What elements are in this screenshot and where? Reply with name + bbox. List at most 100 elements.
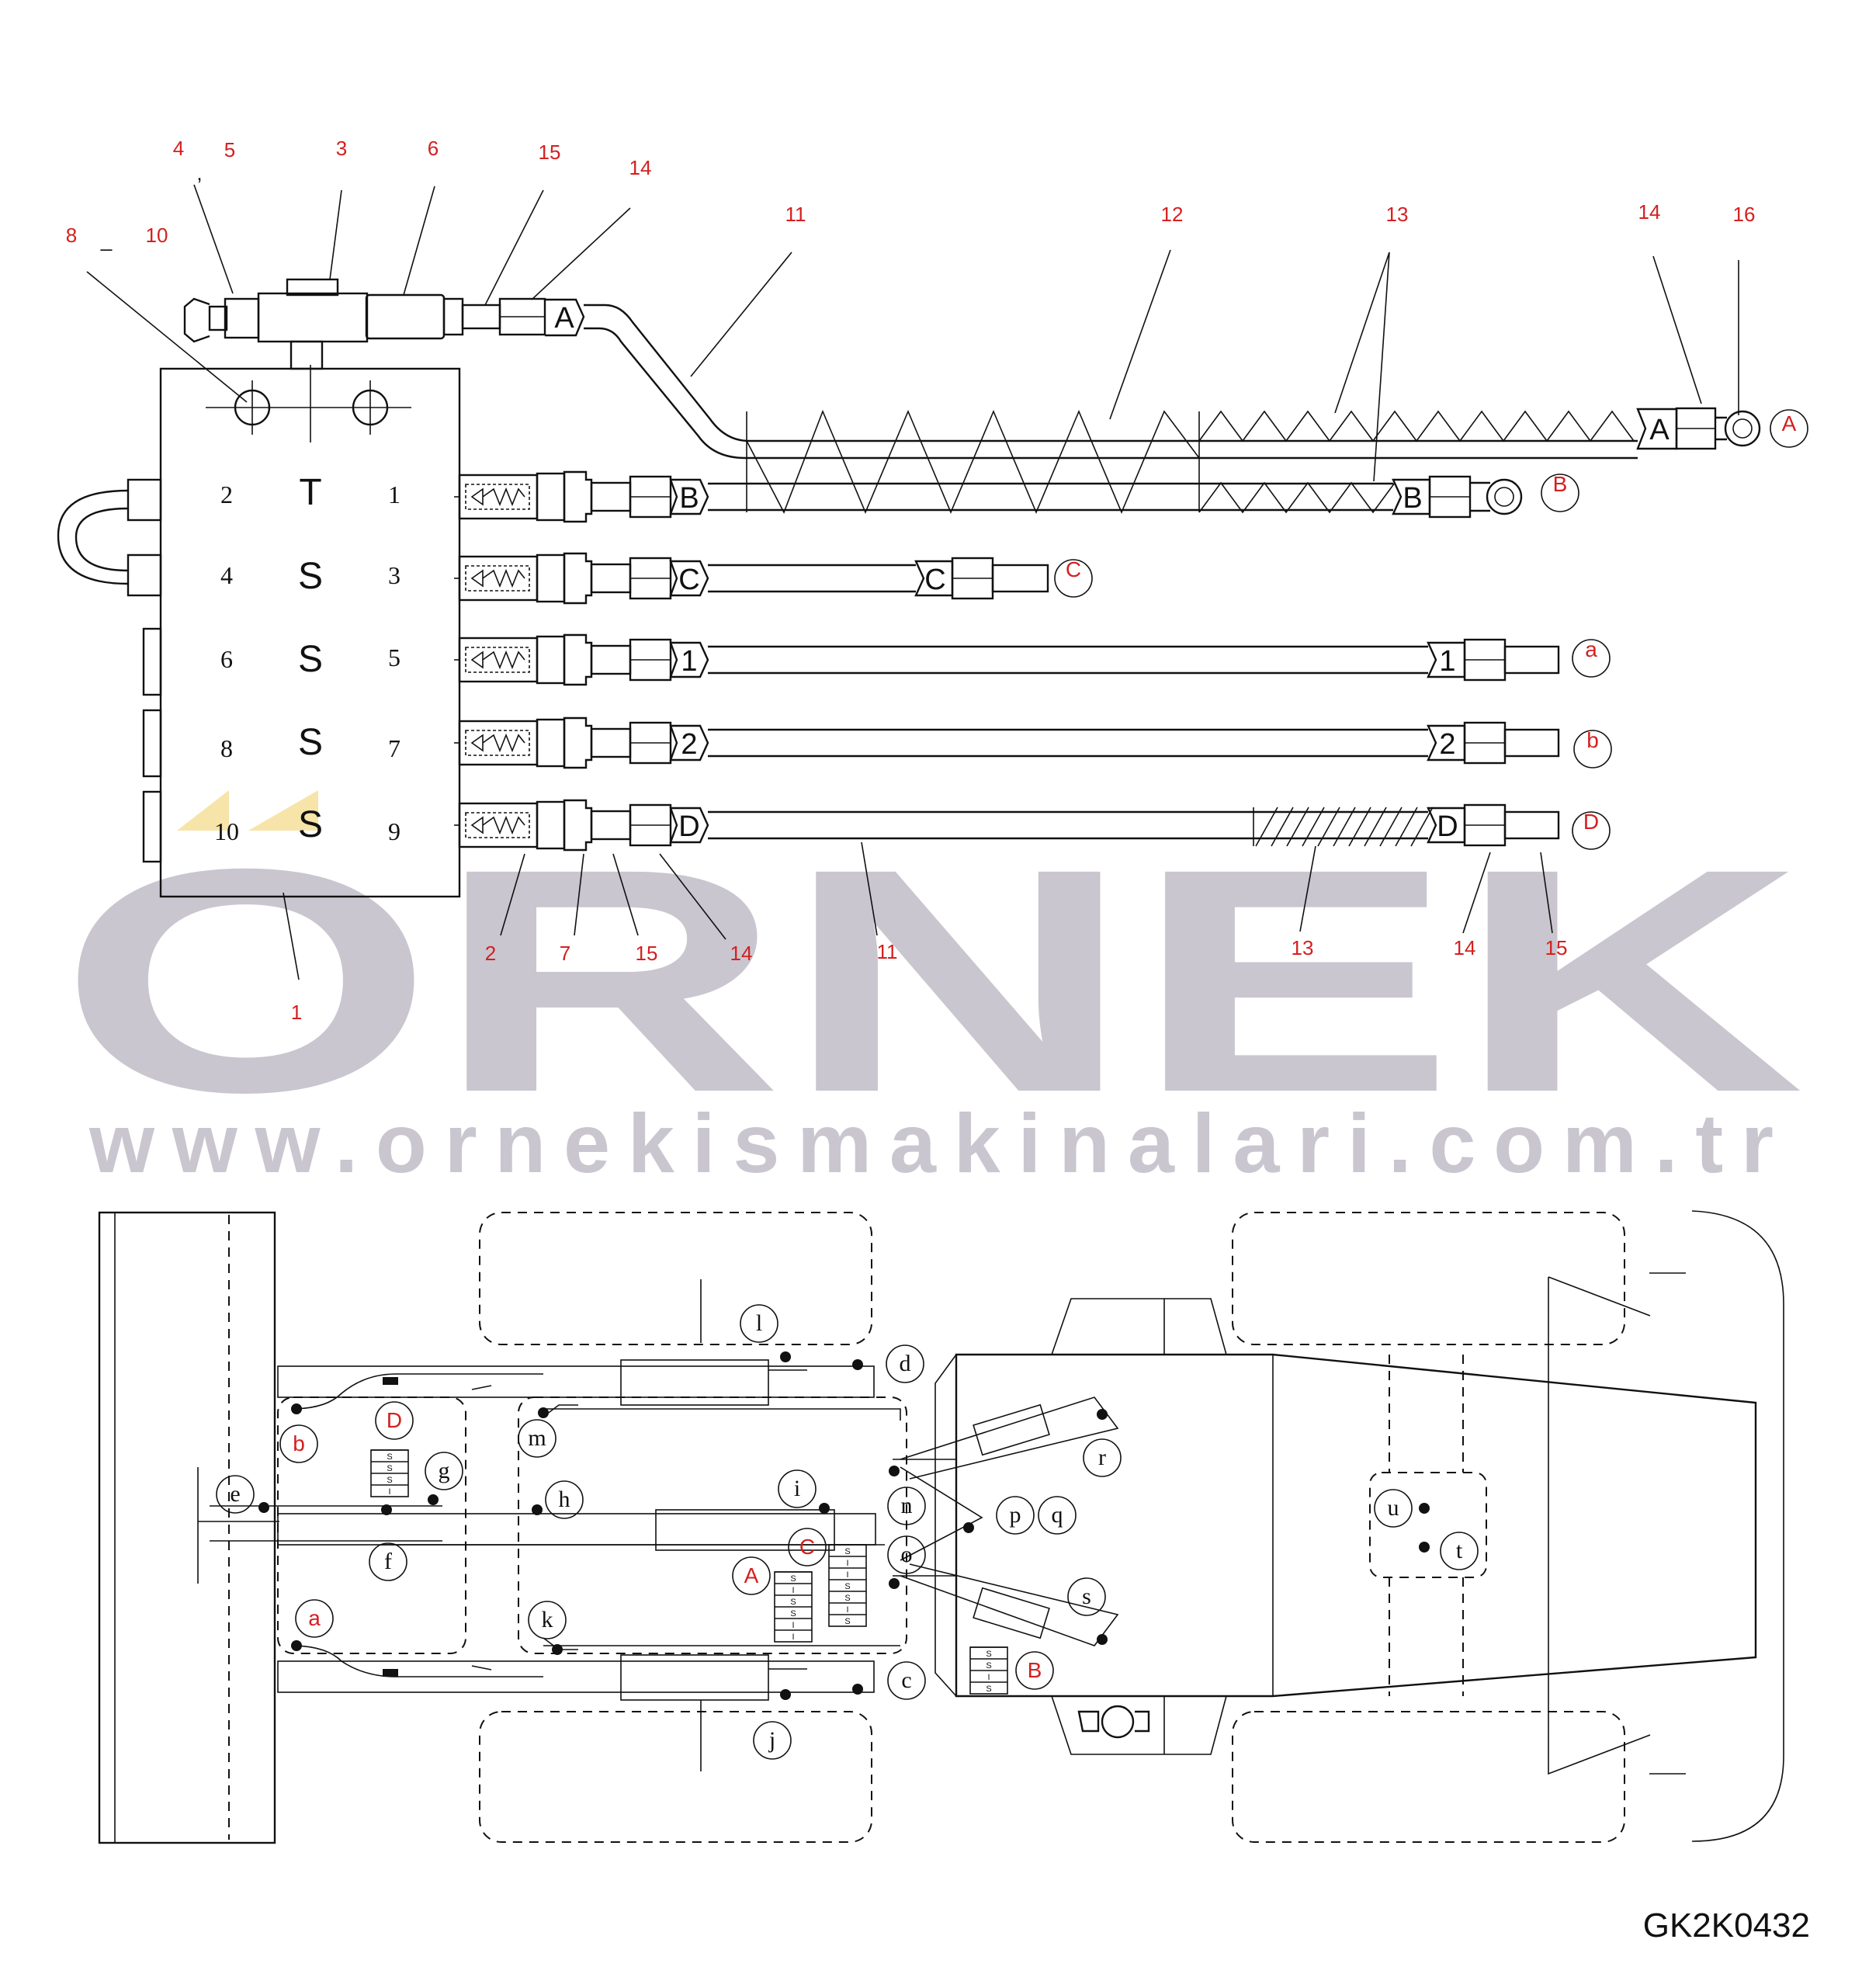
machine-letter-p: p — [1010, 1502, 1021, 1528]
machine-letter-n: n — [901, 1493, 913, 1518]
callout-b2: 2 — [485, 942, 496, 965]
highlight-marker — [248, 790, 318, 831]
block-cell: I — [388, 1487, 390, 1497]
callout-b15: 15 — [636, 942, 658, 965]
port-right-5: 9 — [388, 817, 400, 845]
hose-tag-end: B — [1403, 482, 1422, 515]
block-cell: S — [790, 1598, 796, 1607]
block-cell: I — [846, 1559, 848, 1568]
callout-b11: 11 — [877, 940, 898, 963]
machine-letter-i: i — [794, 1476, 800, 1501]
block-cell: S — [387, 1476, 392, 1485]
hose-end-B: B — [1553, 472, 1568, 496]
front-blade — [98, 1211, 276, 1844]
hose-row-3: 1 1 a — [454, 633, 1611, 686]
port-center-5: S — [298, 804, 323, 845]
hose-tag-end: A — [1649, 414, 1670, 446]
port-right-2: 3 — [388, 561, 400, 589]
callout-b14: 14 — [730, 942, 753, 965]
machine-letter-A: A — [744, 1563, 759, 1587]
port-center-3: S — [298, 639, 323, 680]
hose-tag-start: A — [554, 302, 574, 335]
port-center-4: S — [298, 722, 323, 763]
machine-letter-f: f — [384, 1549, 392, 1574]
callout-6: 6 — [428, 137, 439, 160]
callout-14b: 14 — [1638, 200, 1661, 224]
machine-letter-e: e — [230, 1481, 240, 1507]
machine-letter-a: a — [308, 1606, 321, 1630]
port-right-3: 5 — [388, 644, 400, 671]
callout-13: 13 — [1386, 203, 1409, 226]
port-left-3: 6 — [220, 645, 233, 673]
hose-end-a: a — [1585, 637, 1597, 661]
port-left-1: 2 — [220, 481, 233, 508]
block-cell: S — [387, 1452, 392, 1462]
block-cell: S — [844, 1582, 850, 1591]
block-cell: S — [844, 1617, 850, 1626]
hose-end-D: D — [1583, 810, 1599, 834]
wheel-rear-left — [1232, 1212, 1625, 1345]
hose-tag-start: 2 — [681, 728, 697, 761]
valve-assembly: 2 T 1 4 S 3 6 S 5 8 S 7 10 S 9 — [57, 278, 1638, 898]
block-cell: S — [986, 1650, 991, 1659]
callouts-top: 4 , 5 3 6 15 14 8 _ 10 11 12 13 14 16 — [66, 137, 1755, 482]
callout-b7: 7 — [560, 942, 570, 965]
machine-letter-l: l — [756, 1310, 762, 1336]
callout-b1: 1 — [291, 1001, 302, 1024]
block-cell: S — [986, 1661, 991, 1671]
block-cell: S — [844, 1594, 850, 1603]
machine-letter-c: c — [901, 1667, 911, 1693]
machine-letter-k: k — [542, 1607, 553, 1632]
port-right-1: 1 — [388, 481, 400, 508]
drawing-code: GK2K0432 — [1643, 1906, 1810, 1945]
port-center-2: S — [298, 556, 323, 597]
hose-tag-start: B — [679, 482, 699, 515]
callout-4: 4 — [173, 137, 184, 160]
hose-tag-start: D — [678, 810, 699, 843]
machine-letter-s: s — [1082, 1584, 1091, 1609]
hose-end-C: C — [1066, 557, 1081, 581]
wheel-rear-right — [1232, 1711, 1625, 1843]
block-cell: I — [792, 1586, 794, 1595]
block-cell: I — [792, 1632, 794, 1642]
callouts-bottom: 2 7 15 14 11 13 14 15 1 — [283, 841, 1568, 1024]
hose-tag-end: 1 — [1439, 645, 1455, 678]
callout-14: 14 — [629, 156, 652, 179]
machine-letter-b: b — [293, 1431, 305, 1455]
machine-letter-d: d — [900, 1351, 911, 1376]
rear-chassis — [955, 1353, 1757, 1698]
callout-3: 3 — [336, 137, 347, 160]
machine-letter-g: g — [439, 1458, 450, 1483]
block-cell: S — [844, 1547, 850, 1556]
callout-12: 12 — [1161, 203, 1184, 226]
machine-letter-j: j — [768, 1727, 775, 1753]
port-center-1: T — [299, 472, 321, 513]
callout-dash: _ — [100, 228, 113, 252]
hatched-sleeve — [1253, 807, 1434, 847]
watermark: ORNEK www.ornekismakinalari.com.tr — [58, 803, 1805, 1190]
machine-letter-h: h — [559, 1487, 570, 1512]
block-cell: S — [387, 1464, 392, 1473]
machine-letter-r: r — [1098, 1445, 1106, 1470]
hose-tag-start: 1 — [681, 645, 697, 678]
watermark-url: www.ornekismakinalari.com.tr — [88, 1096, 1774, 1190]
hose-tag-end: C — [924, 564, 945, 596]
callout-b15b: 15 — [1545, 936, 1568, 959]
block-cell: S — [790, 1574, 796, 1584]
port-left-5: 10 — [214, 817, 239, 845]
watermark-logo: ORNEK — [58, 803, 1805, 1158]
block-cell: I — [792, 1621, 794, 1630]
callout-15: 15 — [539, 141, 561, 164]
wheel-front-right — [479, 1711, 872, 1843]
